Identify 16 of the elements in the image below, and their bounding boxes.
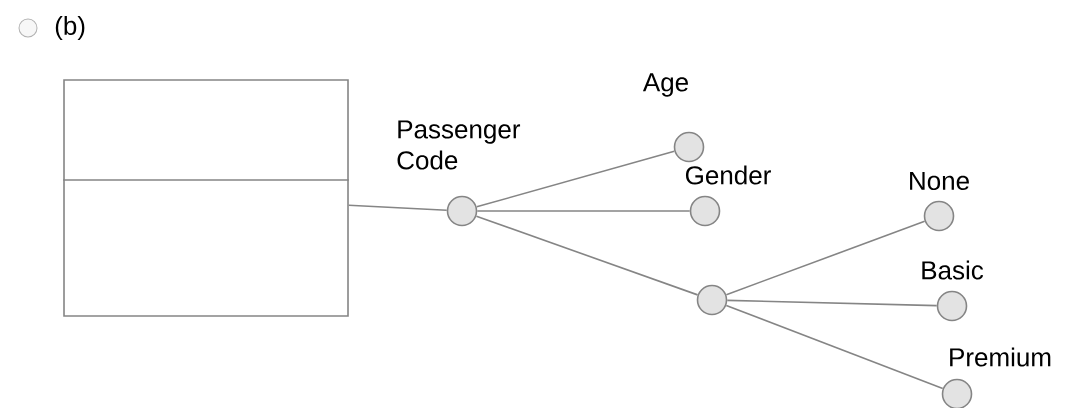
connector-line: [726, 299, 938, 307]
attribute-label: Gender: [685, 165, 771, 185]
option-label: (b): [55, 15, 85, 41]
attribute-label: Premium: [950, 347, 1051, 367]
connector-line: [475, 150, 676, 208]
connector-line: [475, 215, 699, 296]
attribute-label: Passenger Code: [397, 120, 521, 170]
connector-line: [348, 204, 448, 212]
attribute-circle: [696, 284, 728, 316]
connector-line: [725, 220, 926, 296]
attribute-label: Basic: [922, 260, 984, 280]
attribute-label: Age: [642, 73, 688, 97]
attribute-label: None: [910, 171, 969, 191]
entity-box: [62, 79, 350, 317]
connector-line: [476, 210, 691, 212]
connector-line: [725, 304, 944, 390]
